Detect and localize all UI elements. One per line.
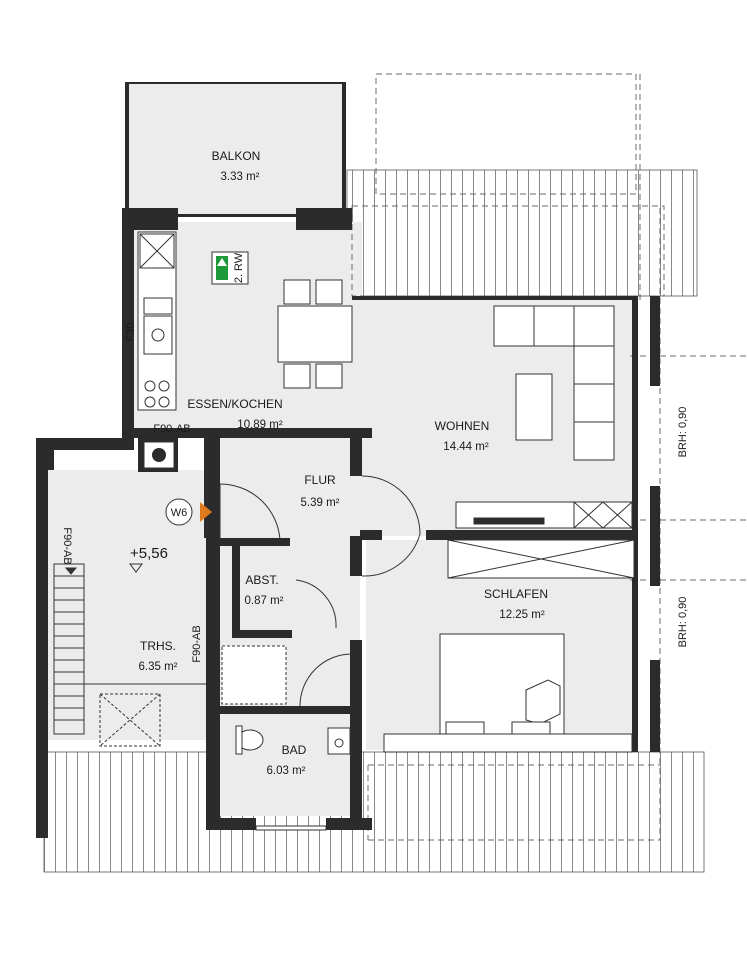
- trhs-name: TRHS.: [140, 639, 176, 653]
- wohnen-area: 14.44 m²: [443, 441, 489, 453]
- level-label: +5,56: [130, 545, 168, 562]
- flur-area: 5.39 m²: [301, 497, 340, 509]
- bad-name: BAD: [282, 743, 307, 757]
- balkon-name: BALKON: [212, 149, 261, 163]
- staircase: [53, 563, 206, 747]
- f90-ab-top-label: F90-AB: [153, 423, 190, 435]
- roof-hatch-bottom: [43, 751, 705, 873]
- level-marker: +5,56: [129, 545, 168, 573]
- roof-hatch-top: [346, 169, 698, 297]
- unit-entry-arrow: [200, 502, 212, 522]
- abst-name: ABST.: [245, 573, 278, 587]
- stove-icon: [143, 441, 175, 469]
- schlafen-name: SCHLAFEN: [484, 587, 548, 601]
- schlafen-area: 12.25 m²: [499, 609, 545, 621]
- tv-sideboard: [455, 501, 633, 529]
- room-labels: BALKON 3.33 m² ESSEN/KOCHEN 10.89 m² WOH…: [139, 149, 549, 777]
- bad-area: 6.03 m²: [267, 765, 306, 777]
- f30-label: F30: [125, 323, 137, 342]
- escape-route-sign: 2. RW: [211, 251, 249, 285]
- dining-table: [277, 279, 353, 389]
- coffee-table: [515, 373, 553, 441]
- sofa: [493, 305, 615, 461]
- unit-tag-label: W6: [171, 507, 188, 519]
- balkon-area: 3.33 m²: [221, 171, 260, 183]
- escape-sign-label: 2. RW: [233, 252, 245, 283]
- abst-area: 0.87 m²: [245, 595, 284, 607]
- bath-fixtures: [221, 645, 351, 831]
- wardrobe: [447, 539, 635, 579]
- door-swings: [219, 475, 421, 707]
- essen-kochen-name: ESSEN/KOCHEN: [187, 397, 282, 411]
- brh-bottom-label: BRH: 0,90: [677, 597, 689, 648]
- unit-tag: W6: [165, 498, 212, 526]
- flur-name: FLUR: [304, 473, 336, 487]
- f90-ab-stair-label: F90-AB: [191, 625, 203, 662]
- trhs-area: 6.35 m²: [139, 661, 178, 673]
- kitchen-counter: [137, 231, 177, 411]
- f90-ab-left-label: F90-AB: [61, 527, 73, 564]
- bed: [383, 633, 633, 753]
- essen-kochen-area: 10.89 m²: [237, 419, 283, 431]
- wohnen-name: WOHNEN: [435, 419, 490, 433]
- brh-top-label: BRH: 0,90: [677, 407, 689, 458]
- annotations: F30 F90-AB F90-AB F90-AB BRH: 0,90 BRH: …: [61, 323, 689, 663]
